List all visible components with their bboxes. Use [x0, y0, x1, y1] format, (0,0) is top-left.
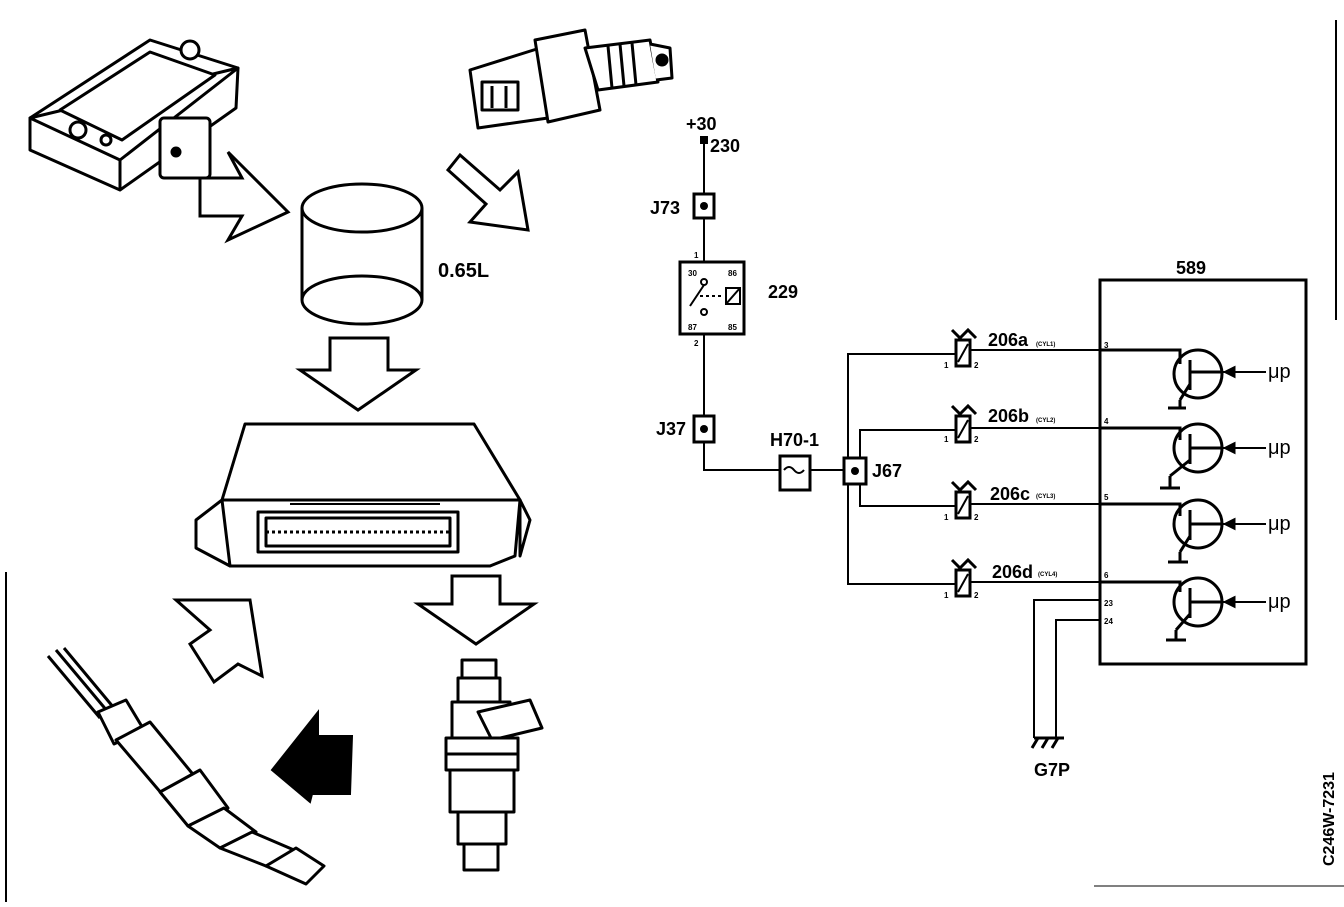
injector-illustration [444, 658, 544, 872]
driver-transistor-3 [1100, 498, 1266, 564]
j73-label: J73 [650, 198, 680, 218]
map-sensor-illustration [28, 38, 240, 192]
relay-switch-symbol [689, 278, 741, 316]
wire-j37-to-fuse [703, 442, 780, 471]
ecu-pin-6: 6 [1104, 571, 1109, 580]
relay-pin-2: 2 [694, 339, 699, 348]
oxygen-sensor-illustration [46, 647, 326, 886]
volume-label: 0.65L [438, 260, 489, 282]
ecu-pin-5: 5 [1104, 493, 1109, 502]
injector-206c-id: 206c [990, 484, 1030, 504]
ecu-id-label: 589 [1176, 258, 1206, 278]
canister-illustration [300, 182, 424, 326]
fuse-h70-1[interactable] [778, 454, 812, 492]
injector-206a-pin-left: 1 [944, 361, 949, 370]
mu-label-1: μp [1268, 361, 1291, 383]
ecu-pin-4: 4 [1104, 417, 1109, 426]
driver-transistor-1 [1100, 348, 1266, 410]
arrow-temp-to-canister [445, 152, 530, 232]
injector-206b[interactable] [950, 403, 978, 444]
injector-206d-id: 206d [992, 562, 1033, 582]
supply-label: +30 [686, 114, 717, 134]
ground-wires [1033, 599, 1100, 738]
relay-pin-30: 30 [688, 269, 697, 278]
ecu-pin-3: 3 [1104, 341, 1109, 350]
j73-dot [700, 202, 708, 210]
schematic: +30 230 J73 1 30 86 87 85 2 229 J37 [650, 20, 1344, 887]
injector-206b-cyl: (CYL2) [1036, 418, 1055, 424]
injector-206d[interactable] [950, 557, 978, 598]
injector-206c-pin-right: 2 [974, 513, 979, 522]
distribution-wires [847, 353, 956, 585]
injector-206b-pin-left: 1 [944, 435, 949, 444]
temperature-sensor-illustration [468, 28, 674, 130]
injector-206c-cyl: (CYL3) [1036, 494, 1055, 500]
arrow-solid-left[interactable] [270, 709, 354, 804]
fuse-symbol [783, 466, 805, 474]
arrow-map-to-canister [198, 150, 291, 244]
injector-206c[interactable] [950, 479, 978, 520]
ground-symbol [1030, 736, 1064, 749]
mu-label-2: μp [1268, 437, 1291, 459]
injector-206b-id: 206b [988, 406, 1029, 426]
injector-206d-pin-left: 1 [944, 591, 949, 600]
injector-206d-cyl: (CYL4) [1038, 572, 1057, 578]
injector-206a-id: 206a [988, 330, 1029, 350]
injector-206d-pin-right: 2 [974, 591, 979, 600]
mu-label-3: μp [1268, 513, 1291, 535]
driver-transistor-2 [1100, 422, 1266, 490]
j67-label: J67 [872, 461, 902, 481]
relay-pin-85: 85 [728, 323, 737, 332]
ecu-illustration [194, 422, 532, 568]
ecu-pin-24: 24 [1104, 617, 1113, 626]
injector-206a-cyl: (CYL1) [1036, 342, 1055, 348]
relay-pin-87: 87 [688, 323, 697, 332]
supply-terminal [700, 136, 708, 144]
supply-wire-number: 230 [710, 136, 740, 156]
injector-to-ecu-wires [970, 349, 1100, 583]
j67-dot [851, 467, 859, 475]
relay-id-label: 229 [768, 282, 798, 302]
mu-label-4: μp [1268, 591, 1291, 613]
figure-reference: C246W-7231 [1321, 772, 1338, 866]
relay-pin-1: 1 [694, 251, 699, 260]
arrow-ecu-from-oxygen [172, 598, 264, 685]
arrow-ecu-to-injector [413, 574, 539, 646]
ecu-pin-23: 23 [1104, 599, 1113, 608]
injector-206a-pin-right: 2 [974, 361, 979, 370]
injector-206a[interactable] [950, 327, 978, 368]
injector-206c-pin-left: 1 [944, 513, 949, 522]
fuse-label: H70-1 [770, 430, 819, 450]
ground-label: G7P [1034, 760, 1070, 780]
j37-dot [700, 425, 708, 433]
relay-229[interactable] [678, 260, 746, 336]
injector-206b-pin-right: 2 [974, 435, 979, 444]
driver-transistor-4 [1100, 576, 1266, 642]
relay-pin-86: 86 [728, 269, 737, 278]
ecu-589[interactable] [1098, 278, 1308, 666]
j37-label: J37 [656, 419, 686, 439]
arrow-canister-to-ecu [295, 336, 421, 412]
